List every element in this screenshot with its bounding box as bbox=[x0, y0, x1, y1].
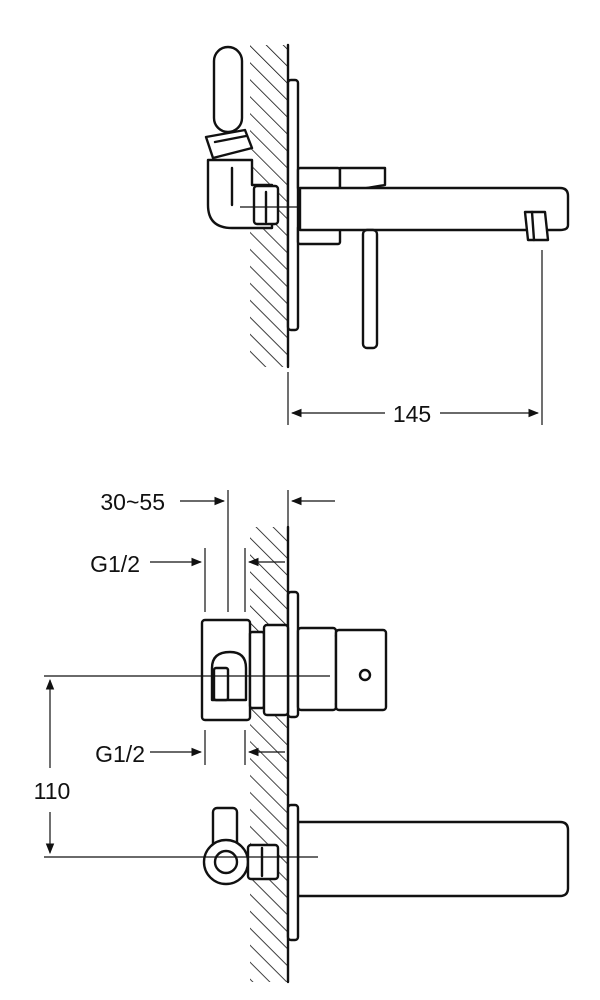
section-view: 30~55 G1/2 G1/2 110 bbox=[34, 489, 570, 984]
spout-front bbox=[296, 820, 570, 898]
cover-plate-front bbox=[286, 590, 300, 719]
dimension-label-145: 145 bbox=[393, 401, 431, 427]
wall-section-bottom bbox=[250, 527, 288, 982]
handle-front bbox=[334, 628, 388, 712]
dimension-label-g12-bottom: G1/2 bbox=[95, 741, 145, 767]
spout-side bbox=[298, 186, 570, 232]
dimension-label-30-55: 30~55 bbox=[100, 489, 165, 515]
dimension-label-110: 110 bbox=[34, 778, 71, 804]
dimension-label-g12-top: G1/2 bbox=[90, 551, 140, 577]
lever-handle-side bbox=[212, 45, 244, 134]
side-view: 145 bbox=[204, 43, 570, 427]
diverter-rod bbox=[361, 228, 379, 350]
cover-plate-side bbox=[286, 78, 300, 332]
